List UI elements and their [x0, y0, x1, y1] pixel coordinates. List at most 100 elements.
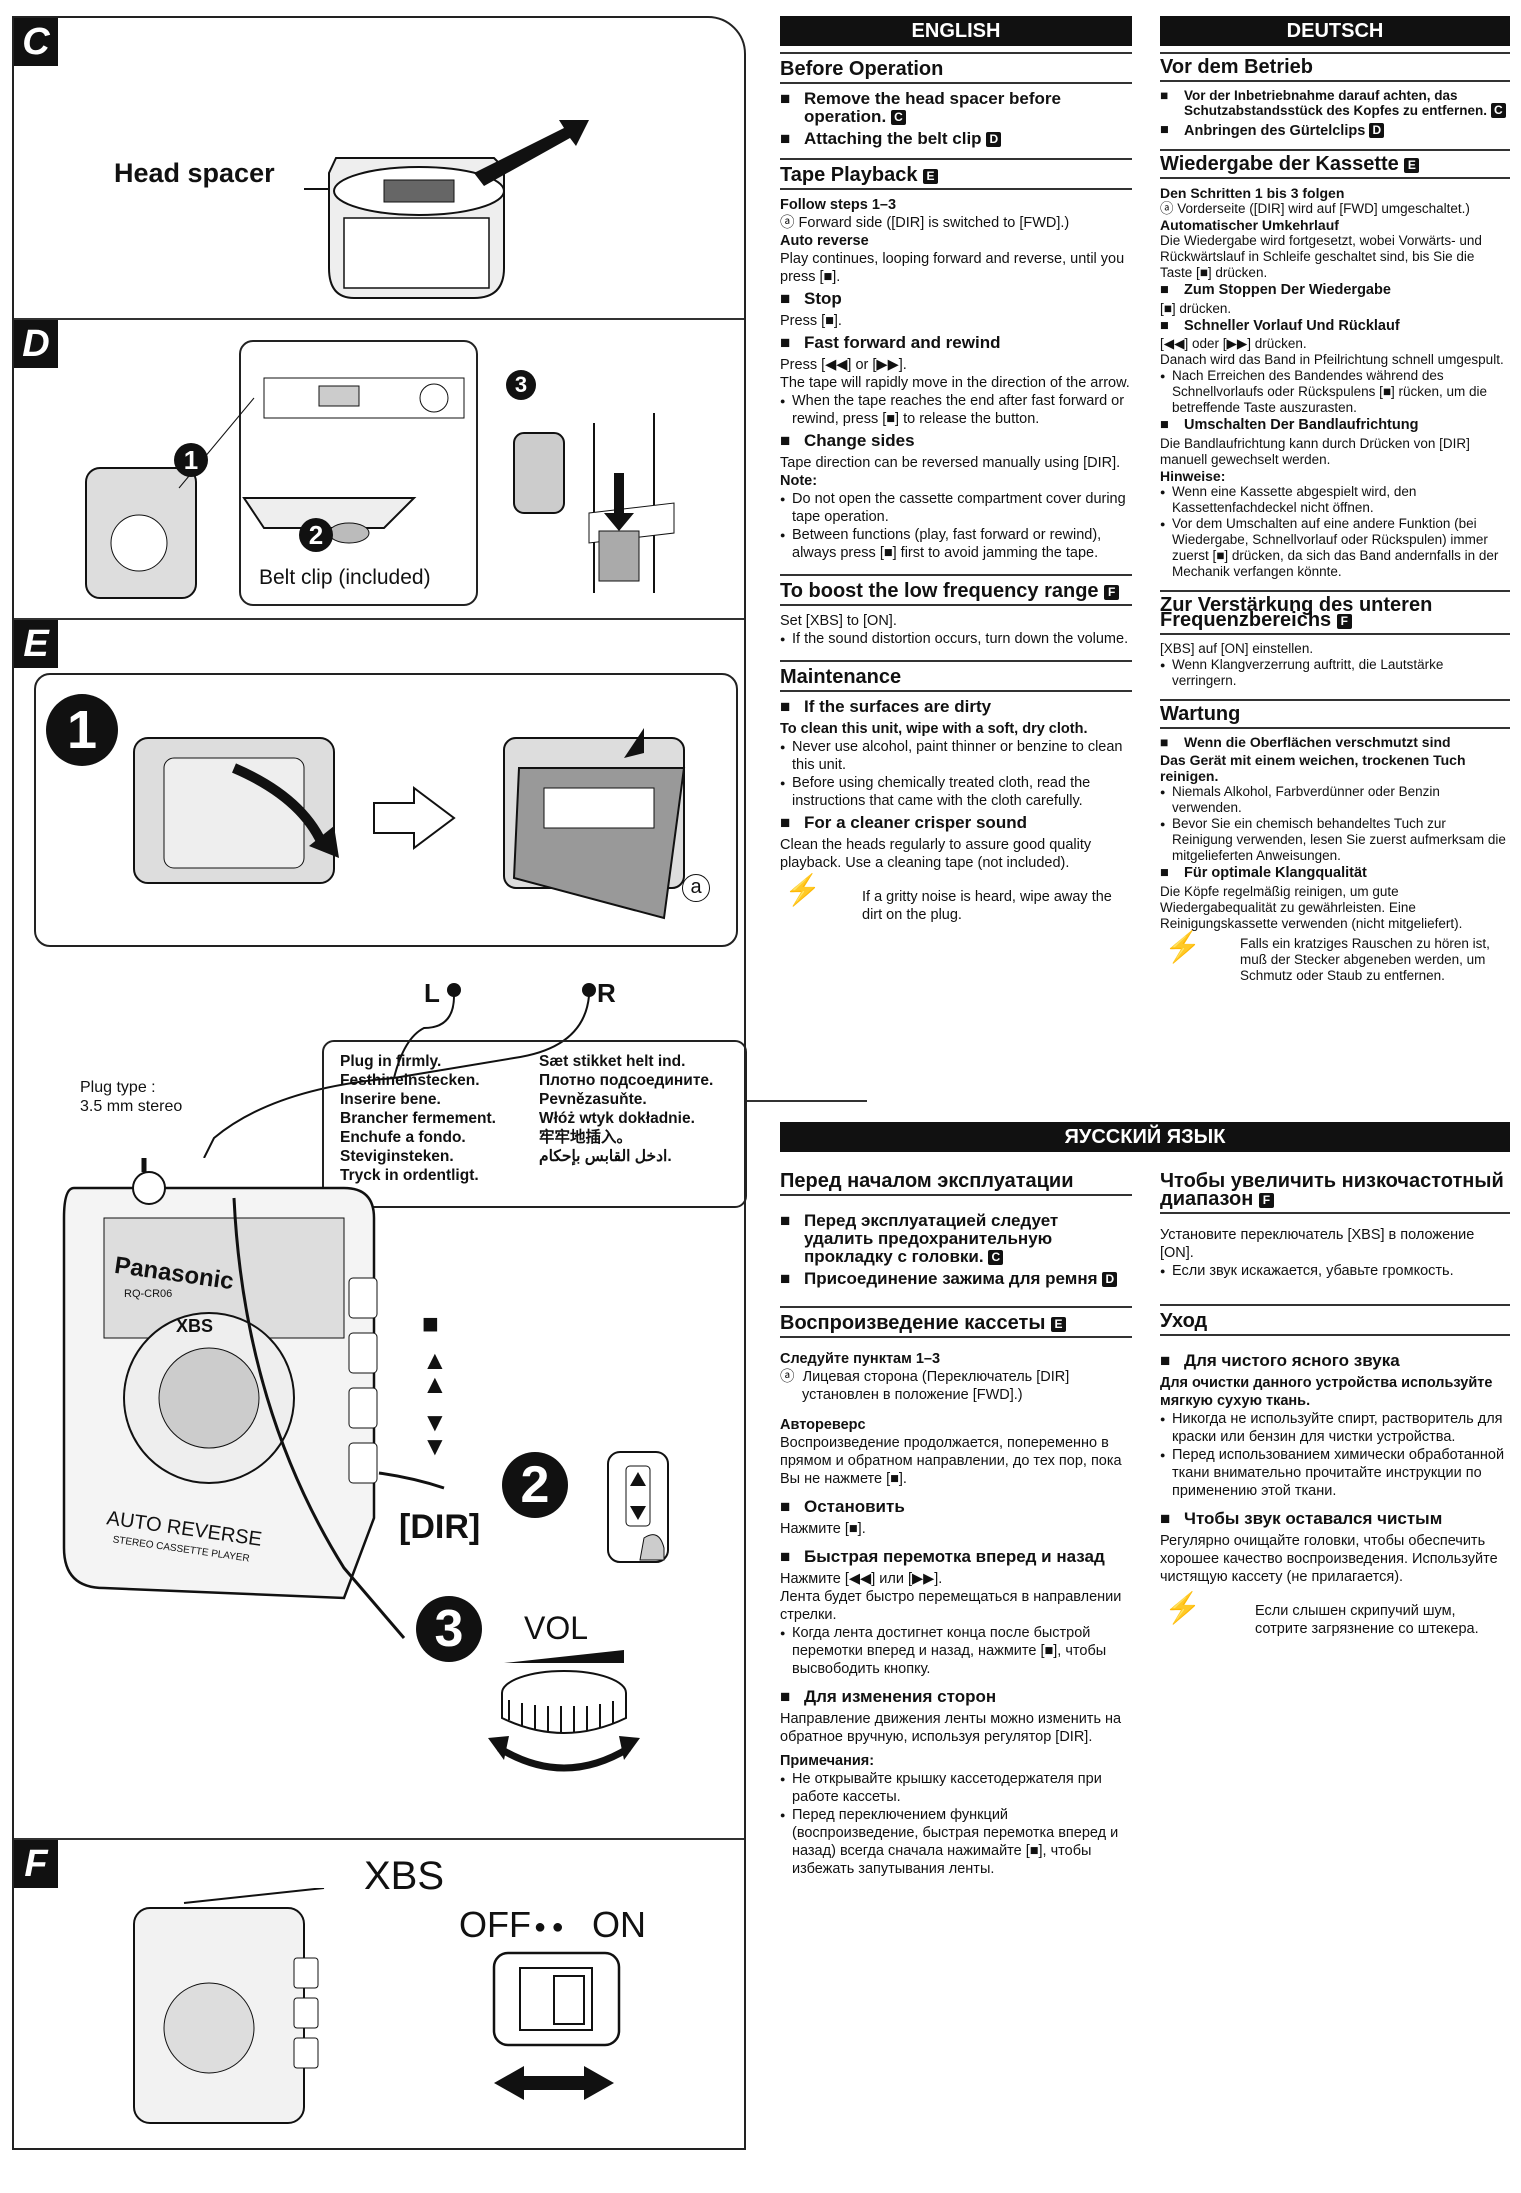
belt-attach-illustration — [513, 413, 675, 593]
de-ff-t2: Danach wird das Band in Pfeilrichtung sc… — [1160, 352, 1504, 367]
stop-icon: ■ — [422, 1308, 439, 1339]
change-sides-text: Tape direction can be reversed manually … — [780, 455, 1121, 471]
ru-note-1: Не открывайте крышку кассетодержателя пр… — [780, 1770, 1132, 1806]
maintenance-heading: Maintenance — [780, 660, 1132, 692]
dirty-note-2: Before using chemically treated cloth, r… — [780, 774, 1132, 810]
ru-note-2: Перед переключением функций (воспроизвед… — [780, 1806, 1132, 1878]
note-1: Do not open the cassette compartment cov… — [780, 490, 1132, 526]
model-label: RQ-CR06 — [124, 1288, 173, 1300]
de-playback-heading: Wiedergabe der Kassette E — [1160, 149, 1510, 179]
de-stop-h: Zum Stoppen Der Wiedergabe — [1160, 282, 1510, 299]
de-gritty-tip: ⚡ Falls ein kratziges Rauschen zu hören … — [1164, 930, 1490, 983]
ff-text-3: When the tape reaches the end after fast… — [780, 392, 1132, 428]
ru-clean-d1: Никогда не используйте спирт, растворите… — [1160, 1410, 1510, 1446]
ru-pure-t: Регулярно очищайте головки, чтобы обеспе… — [1160, 1533, 1498, 1585]
head-spacer-label: Head spacer — [114, 158, 275, 188]
ru-stop-t: Нажмите [■]. — [780, 1521, 866, 1537]
ru-gritty-tip: ⚡ Если слышен скрипучий шум, сотрите заг… — [1164, 1592, 1479, 1638]
ru-pure-h: Чтобы звук оставался чистым — [1160, 1510, 1510, 1529]
ru-clean-d2: Перед использованием химически обработан… — [1160, 1446, 1510, 1500]
de-boost-t2: Wenn Klangverzerrung auftritt, die Lauts… — [1160, 657, 1510, 689]
ff-text-2: The tape will rapidly move in the direct… — [780, 375, 1130, 391]
de-before-heading: Vor dem Betrieb — [1160, 52, 1510, 82]
plug-type-label: Plug type :3.5 mm stereo — [80, 1079, 183, 1115]
de-hinweise-1: Wenn eine Kassette abgespielt wird, den … — [1160, 484, 1510, 516]
xbs-off-label: OFF — [459, 1904, 531, 1945]
note-heading: Note: — [780, 473, 818, 489]
step-1-badge: 1 — [174, 443, 208, 477]
rewind-icon: ▲▲ — [422, 1345, 448, 1399]
ru-ff-t3: Когда лента достигнет конца после быстро… — [780, 1624, 1132, 1678]
de-klang-t: Die Köpfe regelmäßig reinigen, um gute W… — [1160, 883, 1463, 931]
ru-forward: ⓐ Лицевая сторона (Переключатель [DIR] у… — [780, 1369, 1070, 1403]
deutsch-column: DEUTSCH Vor dem Betrieb Vor der Inbetrie… — [1160, 16, 1510, 1006]
stop-text: Press [■]. — [780, 313, 842, 329]
volume-knob-icon — [488, 1650, 640, 1772]
de-ff-t3: Nach Erreichen des Bandendes während des… — [1160, 368, 1510, 416]
boost-text-1: Set [XBS] to [ON]. — [780, 613, 897, 629]
illustration-panel: C Head spacer D 1 2 Belt clip (included)… — [12, 16, 747, 2150]
step-3-badge: 3 — [506, 370, 536, 400]
de-follow: Den Schritten 1 bis 3 folgen — [1160, 185, 1345, 201]
forward-side: ⓐ Forward side ([DIR] is switched to [FW… — [780, 215, 1070, 231]
step-3-badge: 3 — [416, 1596, 482, 1662]
deutsch-banner: DEUTSCH — [1160, 16, 1510, 46]
ru-boost-heading: Чтобы увеличить низкочастотный диапазон … — [1160, 1166, 1510, 1214]
belt-clip-label: Belt clip (included) — [259, 566, 431, 589]
ru-ff-t2: Лента будет быстро перемещаться в направ… — [780, 1589, 1122, 1623]
boost-text-2: If the sound distortion occurs, turn dow… — [780, 630, 1132, 648]
russian-column-1: Перед началом эксплуатации Перед эксплуа… — [780, 1166, 1132, 1878]
section-c-label: C — [14, 18, 58, 66]
de-dir-h: Umschalten Der Bandlaufrichtung — [1160, 417, 1510, 434]
russian-column-2: Чтобы увеличить низкочастотный диапазон … — [1160, 1166, 1510, 1656]
ru-auto-t: Воспроизведение продолжается, попеременн… — [780, 1435, 1122, 1487]
de-ff-t1: [◀◀] oder [▶▶] drücken. — [1160, 336, 1307, 351]
plug-icon: ⚡ — [1164, 930, 1202, 964]
ru-care-heading: Уход — [1160, 1304, 1510, 1336]
attach-belt-clip: Attaching the belt clip D — [780, 130, 1132, 148]
plug-notice-col-2: Sæt stikket helt ind.Плотно подсоедините… — [539, 1053, 714, 1165]
ru-sides-t: Направление движения ленты можно изменит… — [780, 1711, 1122, 1745]
step-2-badge: 2 — [502, 1452, 568, 1518]
player-xbs-illustration — [133, 1888, 325, 2124]
de-wartung-d1: Niemals Alkohol, Farbverdünner oder Benz… — [1160, 784, 1510, 816]
ru-stop-h: Остановить — [780, 1498, 1132, 1517]
de-hinweise-h: Hinweise: — [1160, 467, 1226, 484]
plug-notice-col-1: Plug in firmly.Festhineinstecken.Inserir… — [340, 1053, 496, 1184]
dir-switch-icon — [607, 1451, 669, 1563]
gritty-tip: ⚡ If a gritty noise is heard, wipe away … — [784, 874, 1112, 924]
belt-clip-panel — [239, 340, 478, 606]
open-cover-panel — [34, 673, 738, 947]
dirty-heading: If the surfaces are dirty — [780, 698, 1132, 717]
ru-notes-h: Примечания: — [780, 1753, 875, 1769]
de-boost-t1: [XBS] auf [ON] einstellen. — [1160, 641, 1314, 656]
belt-clip-illustration — [85, 377, 465, 599]
label-a: a — [682, 874, 710, 902]
ru-sides-h: Для изменения сторон — [780, 1688, 1132, 1707]
remove-head-spacer: Remove the head spacer before operation.… — [780, 90, 1132, 126]
left-channel-label: L — [424, 978, 440, 1008]
ru-boost-t2: Если звук искажается, убавьте громкость. — [1160, 1262, 1510, 1280]
section-e-label: E — [14, 620, 58, 668]
de-boost-heading: Zur Verstärkung des unteren Frequenzbere… — [1160, 589, 1510, 635]
de-auto-h: Automatischer Umkehrlauf — [1160, 217, 1339, 233]
stop-heading: Stop — [780, 290, 1132, 309]
ru-clean-h: Для чистого ясного звука — [1160, 1352, 1510, 1371]
ru-before-heading: Перед началом эксплуатации — [780, 1166, 1132, 1196]
tape-playback-heading: Tape Playback E — [780, 158, 1132, 190]
de-b2: Anbringen des Gürtelclips D — [1160, 122, 1510, 140]
ru-clean-t: Для очистки данного устройства используй… — [1160, 1375, 1493, 1409]
xbs-switch-icon — [492, 1951, 621, 2100]
xbs-label: XBS — [364, 1854, 445, 1898]
step-2-badge: 2 — [299, 518, 333, 552]
fast-forward-icon: ▼▼ — [422, 1407, 448, 1461]
ru-play-heading: Воспроизведение кассеты E — [780, 1306, 1132, 1338]
russian-banner: ЯУССКИЙ ЯЗЫК — [780, 1122, 1510, 1152]
right-channel-label: R — [597, 978, 616, 1008]
auto-reverse-text: Play continues, looping forward and reve… — [780, 251, 1125, 285]
step-1-badge: 1 — [46, 694, 118, 766]
ru-b1: Перед эксплуатацией следует удалить пред… — [780, 1212, 1132, 1266]
english-column: ENGLISH Before Operation Remove the head… — [780, 16, 1132, 940]
de-wartung-t: Das Gerät mit einem weichen, trockenen T… — [1160, 752, 1466, 784]
vol-label: VOL — [524, 1610, 589, 1646]
